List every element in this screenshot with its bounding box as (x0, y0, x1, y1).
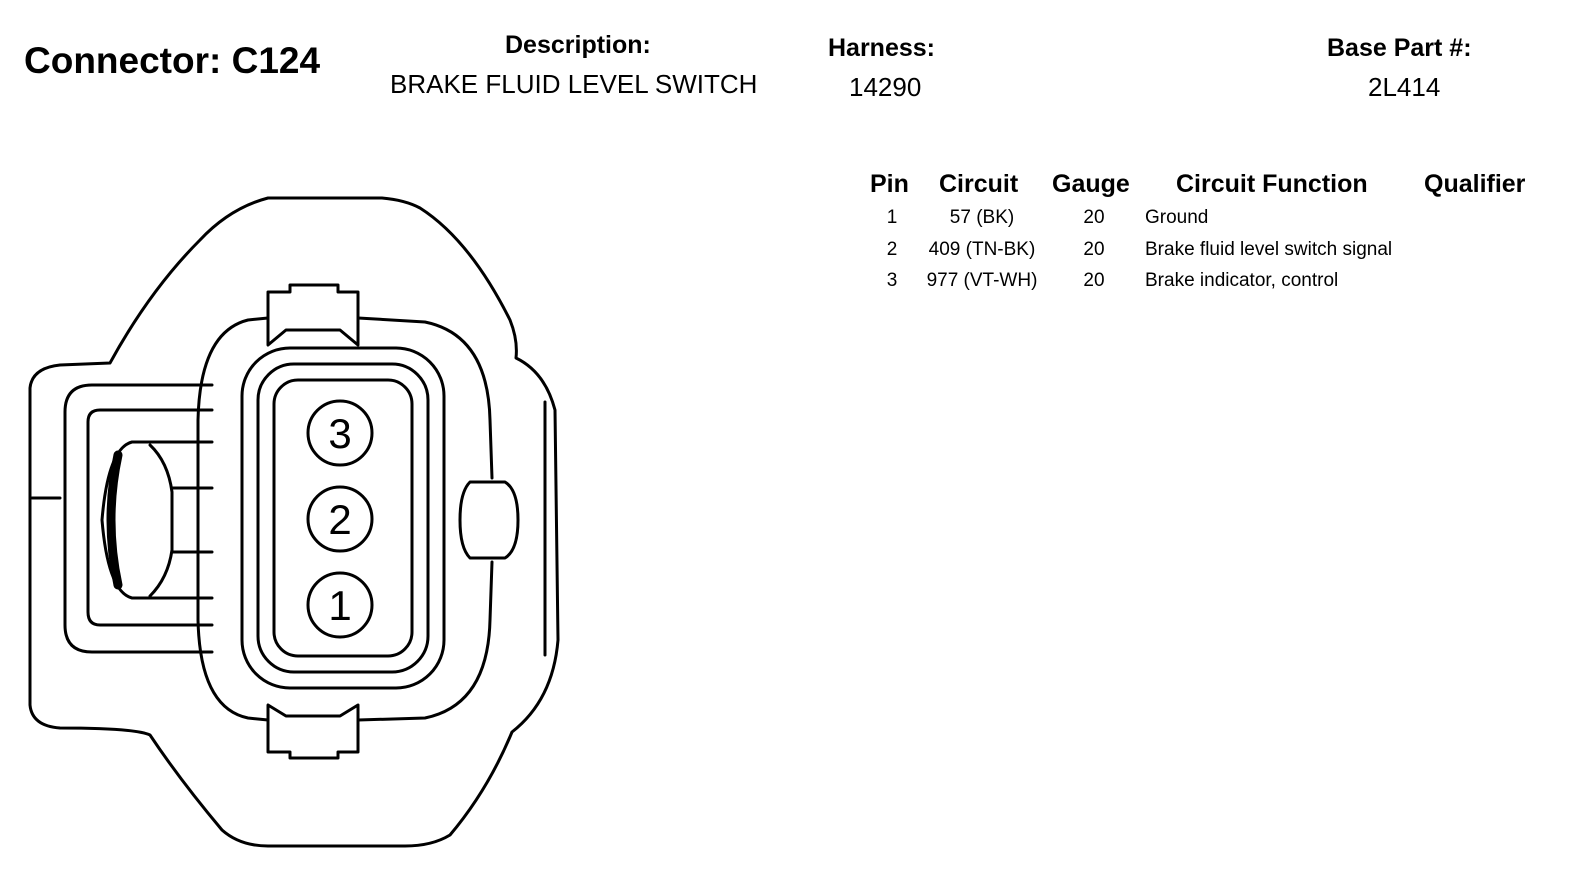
column-header-circuit-function: Circuit Function (1176, 170, 1368, 198)
column-header-circuit: Circuit (939, 170, 1019, 198)
latch-lever-face (148, 443, 174, 598)
pin-terminal-2: 2 (306, 485, 374, 553)
base-part-label: Base Part #: (1327, 34, 1472, 62)
latch-lever-shading (106, 450, 123, 590)
connector-face-diagram: 3 2 1 (28, 196, 560, 848)
top-key (266, 283, 360, 347)
column-header-qualifier: Qualifier (1424, 170, 1526, 198)
wire-gauge: 20 (1083, 270, 1105, 291)
circuit-id: 57 (BK) (949, 207, 1015, 228)
latch-lever (100, 440, 214, 600)
connector-title: Connector: C124 (24, 40, 321, 81)
wire-gauge: 20 (1083, 239, 1105, 260)
connector-housing-outline (28, 196, 560, 848)
pin-cavity-middle (256, 362, 430, 674)
circuit-id: 409 (TN-BK) (928, 239, 1036, 260)
bottom-key (266, 703, 360, 760)
circuit-function: Brake fluid level switch signal (1145, 239, 1393, 260)
connector-mid-shell (356, 316, 494, 722)
pin-number: 1 (886, 207, 898, 228)
pin-cavity-inner (272, 378, 414, 658)
wire-gauge: 20 (1083, 207, 1105, 228)
base-part-value: 2L414 (1368, 72, 1441, 102)
latch-frame-outer (63, 383, 214, 654)
harness-value: 14290 (849, 72, 922, 102)
description-value: BRAKE FLUID LEVEL SWITCH (390, 69, 758, 99)
pin-number: 2 (886, 239, 898, 260)
pin-label: 3 (328, 410, 351, 457)
pin-label: 2 (328, 496, 351, 543)
pin-terminal-1: 1 (306, 571, 374, 639)
right-lock-tab (458, 480, 520, 560)
pin-terminal-3: 3 (306, 399, 374, 467)
harness-label: Harness: (828, 34, 935, 62)
description-label: Description: (505, 31, 651, 59)
column-header-pin: Pin (870, 170, 909, 198)
circuit-id: 977 (VT-WH) (926, 270, 1038, 291)
pin-cavity-outer (240, 346, 446, 690)
latch-frame-inner (86, 408, 214, 627)
pin-number: 3 (886, 270, 898, 291)
circuit-function: Ground (1145, 207, 1209, 228)
connector-mid-shell (196, 316, 270, 722)
circuit-function: Brake indicator, control (1145, 270, 1339, 291)
pin-label: 1 (328, 582, 351, 629)
column-header-gauge: Gauge (1052, 170, 1130, 198)
